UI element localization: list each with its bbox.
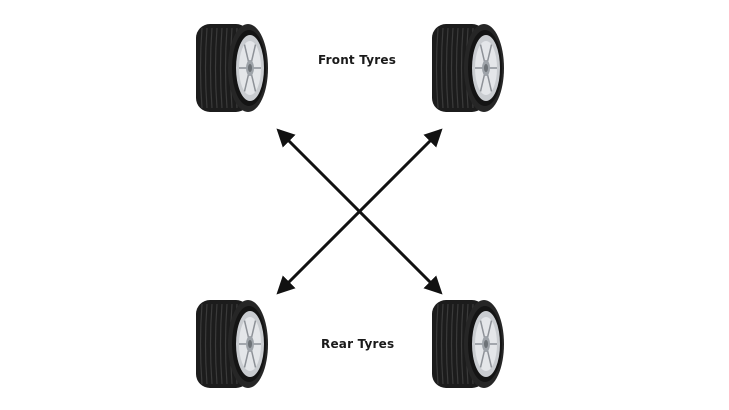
tyre-front-right-icon [428, 20, 506, 116]
tyre-rear-left-icon [192, 296, 270, 392]
tyre-rear-right-icon [428, 296, 506, 392]
tyre-front-left-icon [192, 20, 270, 116]
arrow-front-right-to-rear-left [276, 128, 443, 295]
rear-tyres-label: Rear Tyres [321, 337, 395, 351]
front-tyres-label: Front Tyres [318, 53, 397, 67]
arrow-front-left-to-rear-right [276, 128, 443, 295]
